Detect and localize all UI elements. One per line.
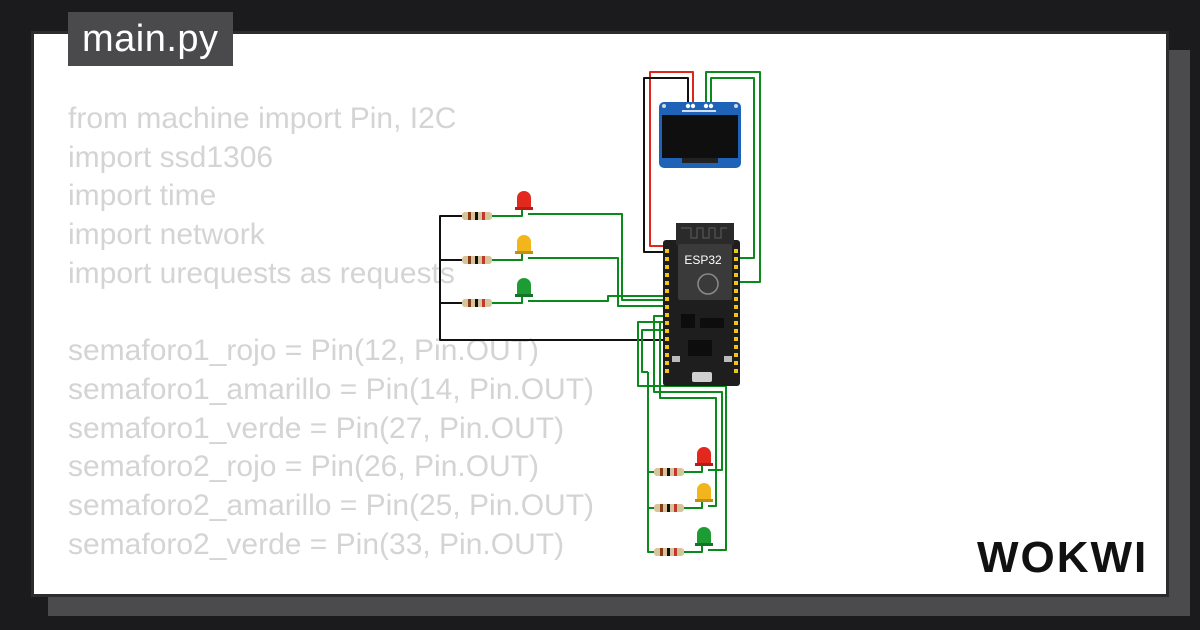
wire-green: [647, 508, 654, 553]
wire-black: [439, 215, 665, 341]
wire-green: [684, 466, 703, 473]
led-red[interactable]: [695, 447, 713, 466]
wire-green: [492, 210, 523, 217]
resistor: [654, 504, 684, 512]
code-line: semaforo1_amarillo = Pin(14, Pin.OUT): [68, 372, 595, 406]
wire-green: [705, 71, 761, 283]
code-line: import urequests as requests: [68, 256, 455, 290]
leds: [515, 191, 713, 546]
wire-green: [492, 254, 523, 261]
wire-green: [492, 297, 523, 304]
code-line: from machine import Pin, I2C: [68, 102, 457, 135]
resistor: [654, 468, 684, 476]
wire-green: [641, 329, 665, 373]
wire-red: [649, 71, 694, 247]
pin-header-right: [734, 249, 738, 373]
led-green[interactable]: [515, 278, 533, 297]
resistor: [462, 256, 492, 264]
wire-green: [710, 77, 755, 259]
wire-green: [684, 502, 703, 509]
wire-green: [684, 546, 703, 553]
wire-green: [647, 472, 654, 509]
code-line: semaforo2_verde = Pin(33, Pin.OUT): [68, 527, 565, 561]
led-green[interactable]: [695, 527, 713, 546]
oled-display[interactable]: [659, 102, 741, 168]
wokwi-logo-text: WOKWI: [977, 533, 1148, 580]
code-preview: from machine import Pin, I2C import ssd13…: [68, 100, 594, 564]
resistor: [654, 548, 684, 556]
project-preview-card: [31, 31, 1169, 597]
wire-green: [528, 213, 665, 301]
code-line: semaforo2_amarillo = Pin(25, Pin.OUT): [68, 488, 595, 522]
pin-header-left: [665, 249, 669, 373]
wire-green: [528, 257, 665, 307]
code-line: semaforo1_verde = Pin(27, Pin.OUT): [68, 411, 565, 445]
resistors: [462, 212, 684, 556]
wire-black: [643, 77, 689, 253]
resistor: [462, 299, 492, 307]
file-tab[interactable]: main.py: [68, 12, 233, 66]
code-line: import network: [68, 218, 265, 252]
esp32-board[interactable]: ESP32: [663, 223, 740, 386]
led-red[interactable]: [515, 191, 533, 210]
led-yellow[interactable]: [695, 483, 713, 502]
code-line: semaforo2_rojo = Pin(26, Pin.OUT): [68, 450, 540, 484]
code-line: import ssd1306: [68, 140, 274, 174]
wokwi-logo: WOKWI: [977, 533, 1148, 580]
resistor: [462, 212, 492, 220]
wire-green: [653, 315, 723, 471]
code-line: import time: [68, 179, 217, 213]
esp32-label: ESP32: [684, 253, 722, 267]
led-yellow[interactable]: [515, 235, 533, 254]
wire-green: [659, 321, 717, 507]
wire-green: [528, 295, 665, 302]
wires: [439, 71, 761, 553]
